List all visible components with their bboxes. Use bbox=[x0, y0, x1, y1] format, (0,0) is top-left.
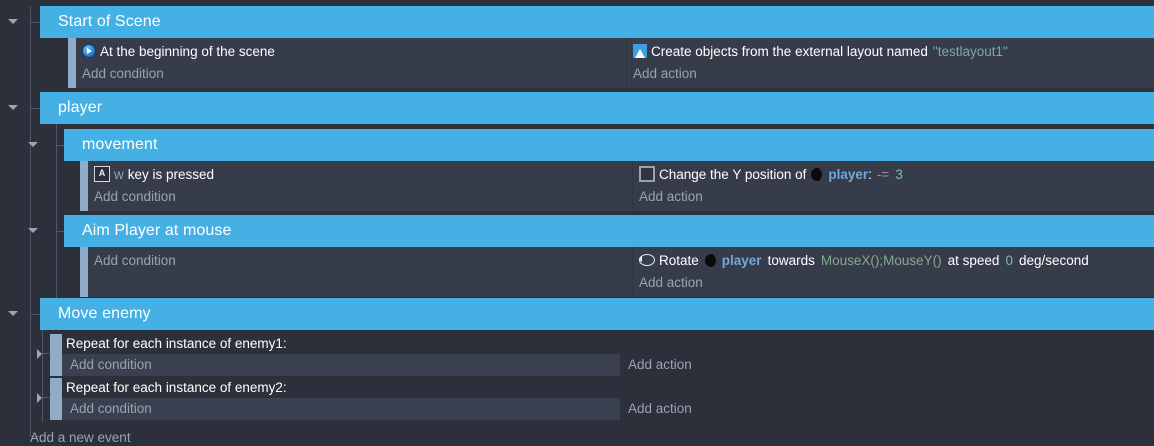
group-header-player[interactable]: player bbox=[40, 92, 1154, 124]
action-item[interactable]: Create objects from the external layout … bbox=[633, 38, 1154, 62]
action-speed-unit: deg/second bbox=[1018, 252, 1089, 268]
sprite-thumbnail-icon bbox=[704, 253, 718, 267]
subevent-title-enemy2[interactable]: Repeat for each instance of enemy2: bbox=[66, 380, 287, 395]
column-divider bbox=[632, 161, 633, 211]
action-value: "testlayout1" bbox=[932, 43, 1008, 59]
group-title: movement bbox=[82, 136, 158, 153]
subevent-title-enemy1[interactable]: Repeat for each instance of enemy1: bbox=[66, 336, 287, 351]
action-speed-value: 0 bbox=[1005, 252, 1013, 268]
subevent-action-enemy1[interactable]: Add action bbox=[628, 357, 692, 372]
subevent-condition-enemy2[interactable]: Add condition bbox=[62, 398, 620, 420]
add-new-event[interactable]: Add a new event bbox=[30, 430, 131, 445]
expand-arrow-enemy2[interactable] bbox=[37, 393, 42, 403]
column-divider bbox=[626, 38, 627, 88]
add-action-label: Add action bbox=[639, 274, 703, 290]
tree-connector-3 bbox=[30, 314, 40, 315]
collapse-arrow-aim-player[interactable] bbox=[28, 228, 38, 233]
action-towards: towards bbox=[767, 252, 815, 268]
condition-column[interactable]: At the beginning of the scene Add condit… bbox=[76, 38, 626, 88]
action-object: player bbox=[721, 252, 762, 268]
action-value: 3 bbox=[895, 166, 903, 182]
group-title: player bbox=[58, 99, 103, 116]
system-icon bbox=[82, 44, 96, 58]
tree-connector-enemy2 bbox=[42, 397, 50, 398]
action-column[interactable]: Change the Y position of player : -= 3 A… bbox=[633, 161, 1154, 211]
action-item[interactable]: Change the Y position of player : -= 3 bbox=[639, 161, 1154, 185]
action-expression: MouseX();MouseY() bbox=[820, 252, 942, 268]
add-condition-label: Add condition bbox=[94, 188, 176, 204]
collapse-arrow-move-enemy[interactable] bbox=[8, 311, 18, 316]
add-condition[interactable]: Add condition bbox=[94, 247, 632, 271]
add-action[interactable]: Add action bbox=[639, 271, 1154, 293]
top-strip bbox=[0, 0, 1154, 6]
group-header-aim-player-at-mouse[interactable]: Aim Player at mouse bbox=[64, 215, 1154, 247]
add-condition-label: Add condition bbox=[82, 65, 164, 81]
sprite-thumbnail-icon bbox=[811, 167, 825, 181]
event-gutter bbox=[64, 161, 80, 211]
tree-connector-2 bbox=[30, 108, 40, 109]
tree-spine-player bbox=[56, 120, 57, 308]
event-tab bbox=[80, 161, 88, 211]
action-text: Change the Y position of bbox=[659, 166, 807, 182]
subevent-action-enemy2[interactable]: Add action bbox=[628, 401, 692, 416]
condition-key: w bbox=[114, 166, 124, 182]
add-condition-label: Add condition bbox=[70, 357, 152, 372]
add-action-label: Add action bbox=[633, 65, 697, 81]
add-condition-label: Add condition bbox=[70, 401, 152, 416]
event-tab bbox=[68, 38, 76, 88]
event-row-movement: A w key is pressed Add condition Change … bbox=[64, 161, 1154, 211]
action-text: Create objects from the external layout … bbox=[651, 43, 928, 59]
add-action[interactable]: Add action bbox=[639, 185, 1154, 207]
group-header-move-enemy[interactable]: Move enemy bbox=[40, 298, 1154, 330]
add-action-label: Add action bbox=[639, 188, 703, 204]
collapse-arrow-start-of-scene[interactable] bbox=[8, 19, 18, 24]
tree-spine-moveenemy bbox=[42, 326, 43, 422]
action-column[interactable]: Create objects from the external layout … bbox=[627, 38, 1154, 88]
group-header-start-of-scene[interactable]: Start of Scene bbox=[40, 6, 1154, 38]
condition-item[interactable]: A w key is pressed bbox=[94, 161, 632, 185]
collapse-arrow-player[interactable] bbox=[8, 105, 18, 110]
action-operator: -= bbox=[876, 166, 890, 182]
subevent-tab-enemy1 bbox=[50, 334, 62, 376]
tree-spine-root bbox=[30, 6, 31, 436]
condition-column[interactable]: A w key is pressed Add condition bbox=[88, 161, 632, 211]
add-condition-label: Add condition bbox=[94, 252, 176, 268]
column-divider bbox=[632, 247, 633, 297]
group-title: Start of Scene bbox=[58, 13, 161, 30]
set-position-icon bbox=[639, 166, 655, 182]
condition-item[interactable]: At the beginning of the scene bbox=[82, 38, 626, 62]
tree-connector-enemy1 bbox=[42, 353, 50, 354]
action-verb: Rotate bbox=[659, 252, 699, 268]
action-separator: : bbox=[868, 166, 872, 182]
action-at-speed: at speed bbox=[947, 252, 1000, 268]
add-condition[interactable]: Add condition bbox=[82, 62, 626, 84]
event-gutter bbox=[64, 247, 80, 297]
group-header-movement[interactable]: movement bbox=[64, 129, 1154, 161]
event-gutter bbox=[40, 38, 68, 88]
collapse-arrow-movement[interactable] bbox=[28, 142, 38, 147]
event-row-aim-player: Add condition Rotate player towards Mous… bbox=[64, 247, 1154, 297]
subevent-tab-enemy2 bbox=[50, 378, 62, 420]
action-item[interactable]: Rotate player towards MouseX();MouseY() … bbox=[639, 247, 1154, 271]
action-column[interactable]: Rotate player towards MouseX();MouseY() … bbox=[633, 247, 1154, 297]
group-title: Aim Player at mouse bbox=[82, 222, 232, 239]
subevent-condition-enemy1[interactable]: Add condition bbox=[62, 354, 620, 376]
event-tab bbox=[80, 247, 88, 297]
external-layout-icon bbox=[633, 44, 647, 58]
action-object: player bbox=[828, 166, 869, 182]
add-action[interactable]: Add action bbox=[633, 62, 1154, 84]
condition-text: At the beginning of the scene bbox=[100, 43, 275, 59]
group-title: Move enemy bbox=[58, 305, 151, 322]
expand-arrow-enemy1[interactable] bbox=[37, 349, 42, 359]
add-condition[interactable]: Add condition bbox=[94, 185, 632, 207]
condition-column[interactable]: Add condition bbox=[88, 247, 632, 297]
condition-text: key is pressed bbox=[127, 166, 215, 182]
tree-connector-1 bbox=[30, 22, 40, 23]
keyboard-icon: A bbox=[94, 166, 110, 182]
rotate-icon bbox=[639, 254, 655, 266]
event-row-start-of-scene: At the beginning of the scene Add condit… bbox=[40, 38, 1154, 88]
